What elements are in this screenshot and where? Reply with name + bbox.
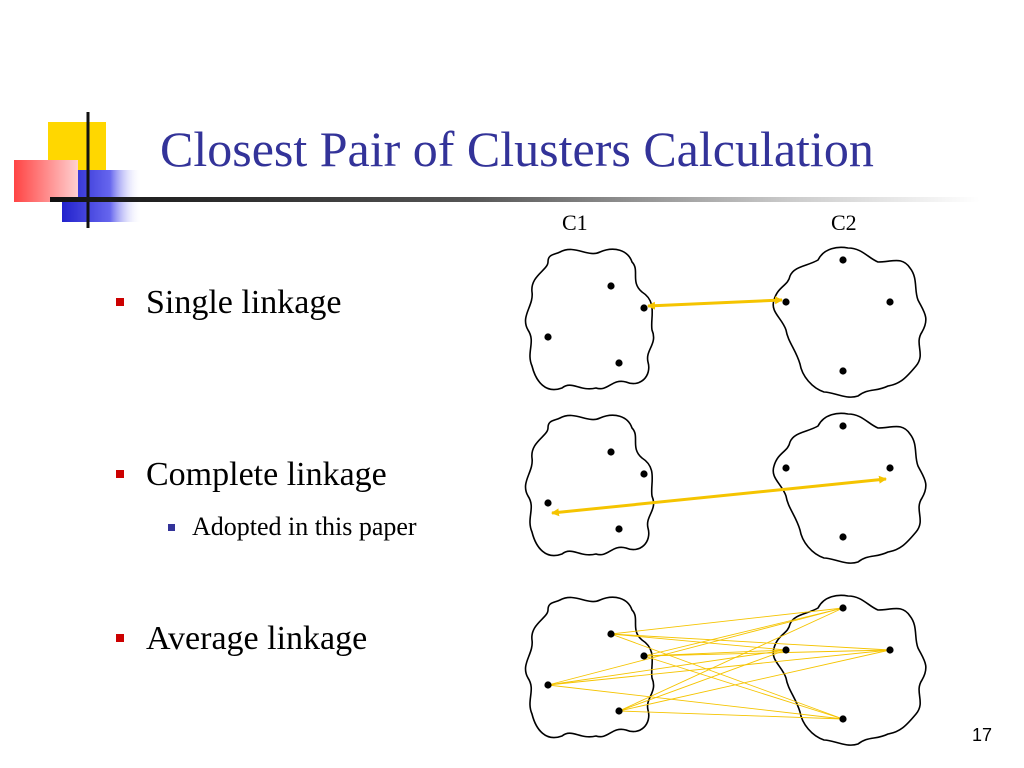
cluster-c2-point xyxy=(782,298,790,306)
cluster-c1-point xyxy=(544,333,552,341)
cluster-c2-point xyxy=(782,464,790,472)
cluster-c2-point xyxy=(839,715,847,723)
linkage-example-single xyxy=(524,246,927,398)
logo-red-square xyxy=(14,160,78,202)
average-link-line xyxy=(618,607,844,712)
cluster-c1-point xyxy=(640,470,648,478)
cluster-c2-point xyxy=(839,604,847,612)
average-link-line xyxy=(610,633,787,651)
cluster-c1-outline xyxy=(524,596,655,739)
cluster-c1-point xyxy=(615,707,623,715)
bullet-label: Average linkage xyxy=(146,620,368,657)
average-link-line xyxy=(547,607,844,686)
cluster-label-c1: C1 xyxy=(562,210,588,235)
sub-bullet-adopted: Adopted in this paper xyxy=(168,512,417,542)
cluster-c2-point xyxy=(839,256,847,264)
average-link-line xyxy=(547,649,891,686)
average-link-line xyxy=(643,607,844,657)
cluster-c2-point xyxy=(782,646,790,654)
average-link-line xyxy=(610,607,844,635)
average-link-line xyxy=(643,655,844,720)
cluster-c1-outline xyxy=(524,248,655,391)
average-link-line xyxy=(547,684,844,720)
bullet-label: Single linkage xyxy=(146,284,342,321)
cluster-c1-point xyxy=(607,448,615,456)
cluster-c2-point xyxy=(839,533,847,541)
cluster-c2-point xyxy=(839,367,847,375)
average-link-line xyxy=(547,649,787,686)
cluster-c1-point xyxy=(607,282,615,290)
average-link-line xyxy=(618,649,787,712)
linkage-example-average xyxy=(524,594,927,746)
cluster-c2-point xyxy=(886,646,894,654)
complete-link-arrow xyxy=(551,475,887,517)
bullet-label: Complete linkage xyxy=(146,456,387,493)
sub-bullet-label: Adopted in this paper xyxy=(192,512,417,541)
title-underline xyxy=(50,197,980,202)
bullet-complete-linkage: Complete linkage xyxy=(116,456,387,494)
average-link-line xyxy=(618,710,844,720)
cluster-c2-outline xyxy=(772,594,927,746)
cluster-c1-point xyxy=(544,681,552,689)
cluster-c1-point xyxy=(607,630,615,638)
cluster-c2-outline xyxy=(772,412,927,564)
cluster-c2-point xyxy=(886,298,894,306)
cluster-c1-point xyxy=(615,359,623,367)
cluster-label-c2: C2 xyxy=(831,210,857,235)
bullet-marker xyxy=(116,298,124,307)
cluster-c1-point xyxy=(640,652,648,660)
average-link-line xyxy=(610,633,891,651)
logo-decoration xyxy=(14,112,142,228)
cluster-c2-point xyxy=(839,422,847,430)
single-link-arrow xyxy=(647,296,783,310)
linkage-example-complete xyxy=(524,412,927,564)
sub-bullet-marker xyxy=(168,523,175,531)
bullet-single-linkage: Single linkage xyxy=(116,284,341,322)
cluster-c1-point xyxy=(615,525,623,533)
slide-title: Closest Pair of Clusters Calculation xyxy=(160,121,874,177)
page-number: 17 xyxy=(971,725,992,745)
bullet-average-linkage: Average linkage xyxy=(116,620,367,658)
average-link-line xyxy=(610,633,844,720)
bullet-marker xyxy=(116,634,124,643)
cluster-c2-point xyxy=(886,464,894,472)
cluster-c1-outline xyxy=(524,414,655,557)
average-link-line xyxy=(618,649,891,712)
cluster-c2-outline xyxy=(772,246,927,398)
cluster-c1-point xyxy=(544,499,552,507)
bullet-marker xyxy=(116,470,124,479)
cluster-c1-point xyxy=(640,304,648,312)
